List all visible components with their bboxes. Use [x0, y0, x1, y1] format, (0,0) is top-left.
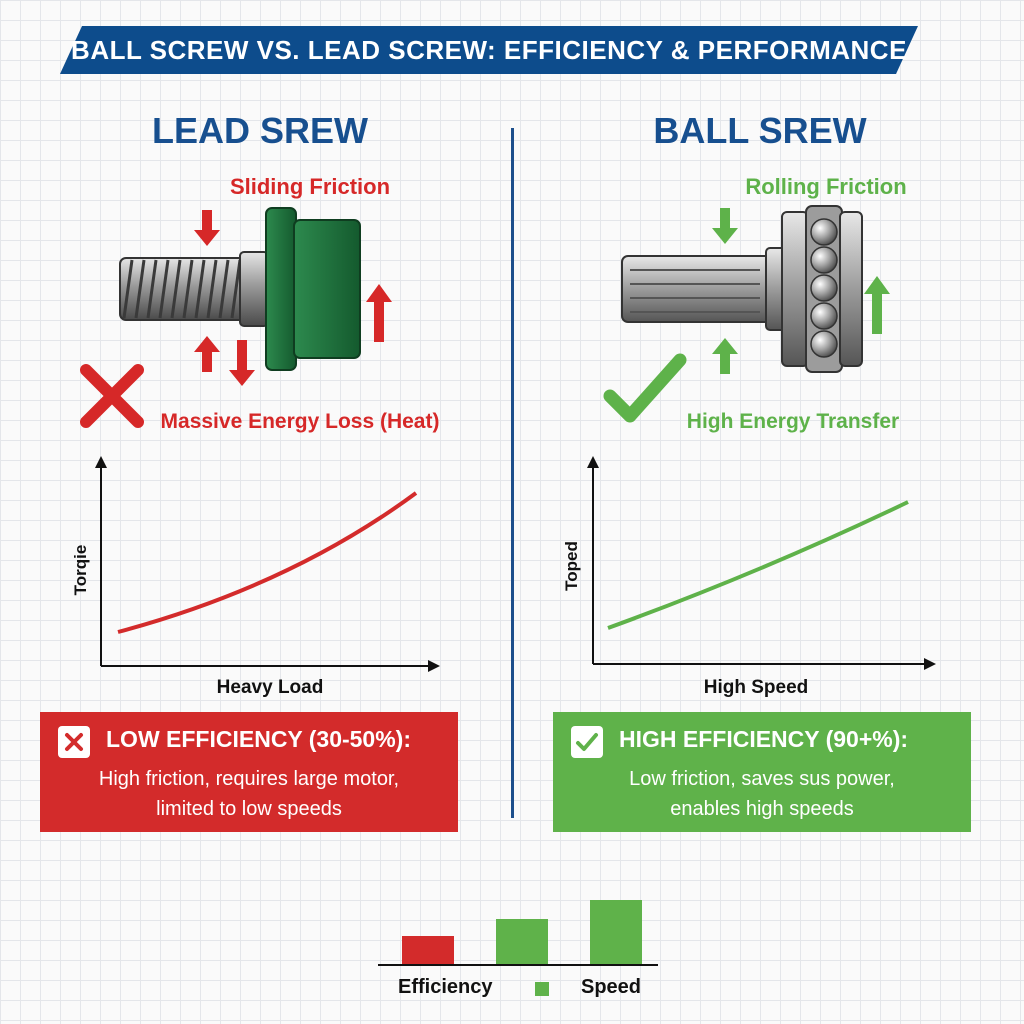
lead-torque-chart — [95, 456, 440, 672]
lead-nut-flange — [265, 207, 297, 371]
low-efficiency-box: LOW EFFICIENCY (30-50%): High friction, … — [40, 712, 458, 832]
high-efficiency-text: Low friction, saves sus power, enables h… — [553, 764, 971, 824]
page-title: BALL SCREW VS. LEAD SCREW: EFFICIENCY & … — [71, 35, 907, 65]
bar-red — [402, 936, 454, 964]
lead-chart-ylabel: Torqie — [71, 544, 90, 596]
lead-chart-xlabel: Heavy Load — [216, 677, 324, 698]
ball-chart-ylabel: Toped — [562, 541, 581, 591]
bar-green-tall — [590, 900, 642, 964]
lead-nut-body — [293, 219, 361, 359]
lead-screw-collar — [239, 251, 269, 327]
check-mark-icon — [603, 353, 687, 423]
legend-speed-swatch — [535, 982, 549, 996]
energy-transfer-label: High Energy Transfer — [686, 410, 900, 433]
torque-curve — [117, 491, 418, 634]
ball-nut-flange-right — [839, 211, 863, 367]
low-efficiency-text: High friction, requires large motor, lim… — [40, 764, 458, 824]
high-efficiency-line2: enables high speeds — [670, 798, 854, 820]
check-box-icon — [571, 726, 603, 758]
legend-efficiency: Efficiency — [398, 976, 493, 998]
high-efficiency-box: HIGH EFFICIENCY (90+%): Low friction, sa… — [553, 712, 971, 832]
ball-screw-illustration — [621, 205, 890, 374]
x-mark-icon — [80, 364, 144, 428]
ball-screw-grooves — [630, 269, 760, 313]
low-efficiency-title: LOW EFFICIENCY (30-50%): — [106, 726, 411, 752]
lead-screw-threads — [122, 259, 242, 319]
lead-screw-heading: LEAD SREW — [152, 110, 368, 151]
speed-curve — [607, 500, 909, 630]
ball-nut-flange-left — [781, 211, 809, 367]
ball-force-arrows — [712, 208, 890, 374]
x-box-icon — [58, 726, 90, 758]
lead-force-arrows — [194, 210, 392, 386]
ball-bearings — [810, 218, 838, 358]
center-divider — [511, 128, 514, 818]
legend-speed: Speed — [581, 976, 642, 998]
ball-chart-xlabel: High Speed — [703, 677, 809, 698]
rolling-friction-label: Rolling Friction — [745, 174, 907, 199]
ball-speed-chart — [587, 456, 936, 670]
ball-screw-heading: BALL SREW — [653, 110, 867, 151]
low-efficiency-line2: limited to low speeds — [156, 798, 342, 820]
energy-loss-label: Massive Energy Loss (Heat) — [160, 410, 440, 433]
bar-green-mid — [496, 919, 548, 964]
lead-screw-illustration — [119, 207, 392, 386]
high-efficiency-line1: Low friction, saves sus power, — [629, 768, 895, 790]
low-efficiency-line1: High friction, requires large motor, — [98, 768, 400, 790]
title-banner — [60, 26, 918, 74]
high-efficiency-title: HIGH EFFICIENCY (90+%): — [619, 726, 909, 752]
sliding-friction-label: Sliding Friction — [229, 174, 391, 199]
comparison-bars — [378, 900, 658, 966]
